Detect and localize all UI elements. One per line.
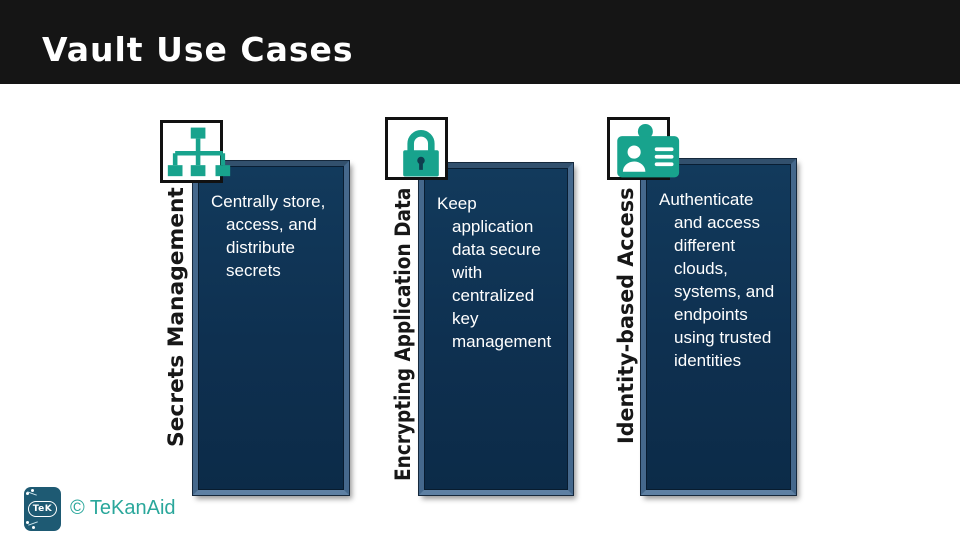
lock-icon xyxy=(385,117,448,180)
header-bar: Vault Use Cases xyxy=(0,0,960,84)
column-label-secrets-management: Secrets Management xyxy=(164,187,188,447)
id-badge-icon xyxy=(607,117,680,180)
org-chart-icon xyxy=(160,120,231,183)
page-title: Vault Use Cases xyxy=(42,30,354,69)
copyright-text: © TeKanAid xyxy=(70,497,176,519)
column-label-encrypting-application-data: Encrypting Application Data xyxy=(391,187,415,481)
logo-text: TeK xyxy=(28,501,57,517)
column-label-identity-based-access: Identity-based Access xyxy=(614,187,638,444)
tekanaid-logo: TeK xyxy=(24,487,61,531)
